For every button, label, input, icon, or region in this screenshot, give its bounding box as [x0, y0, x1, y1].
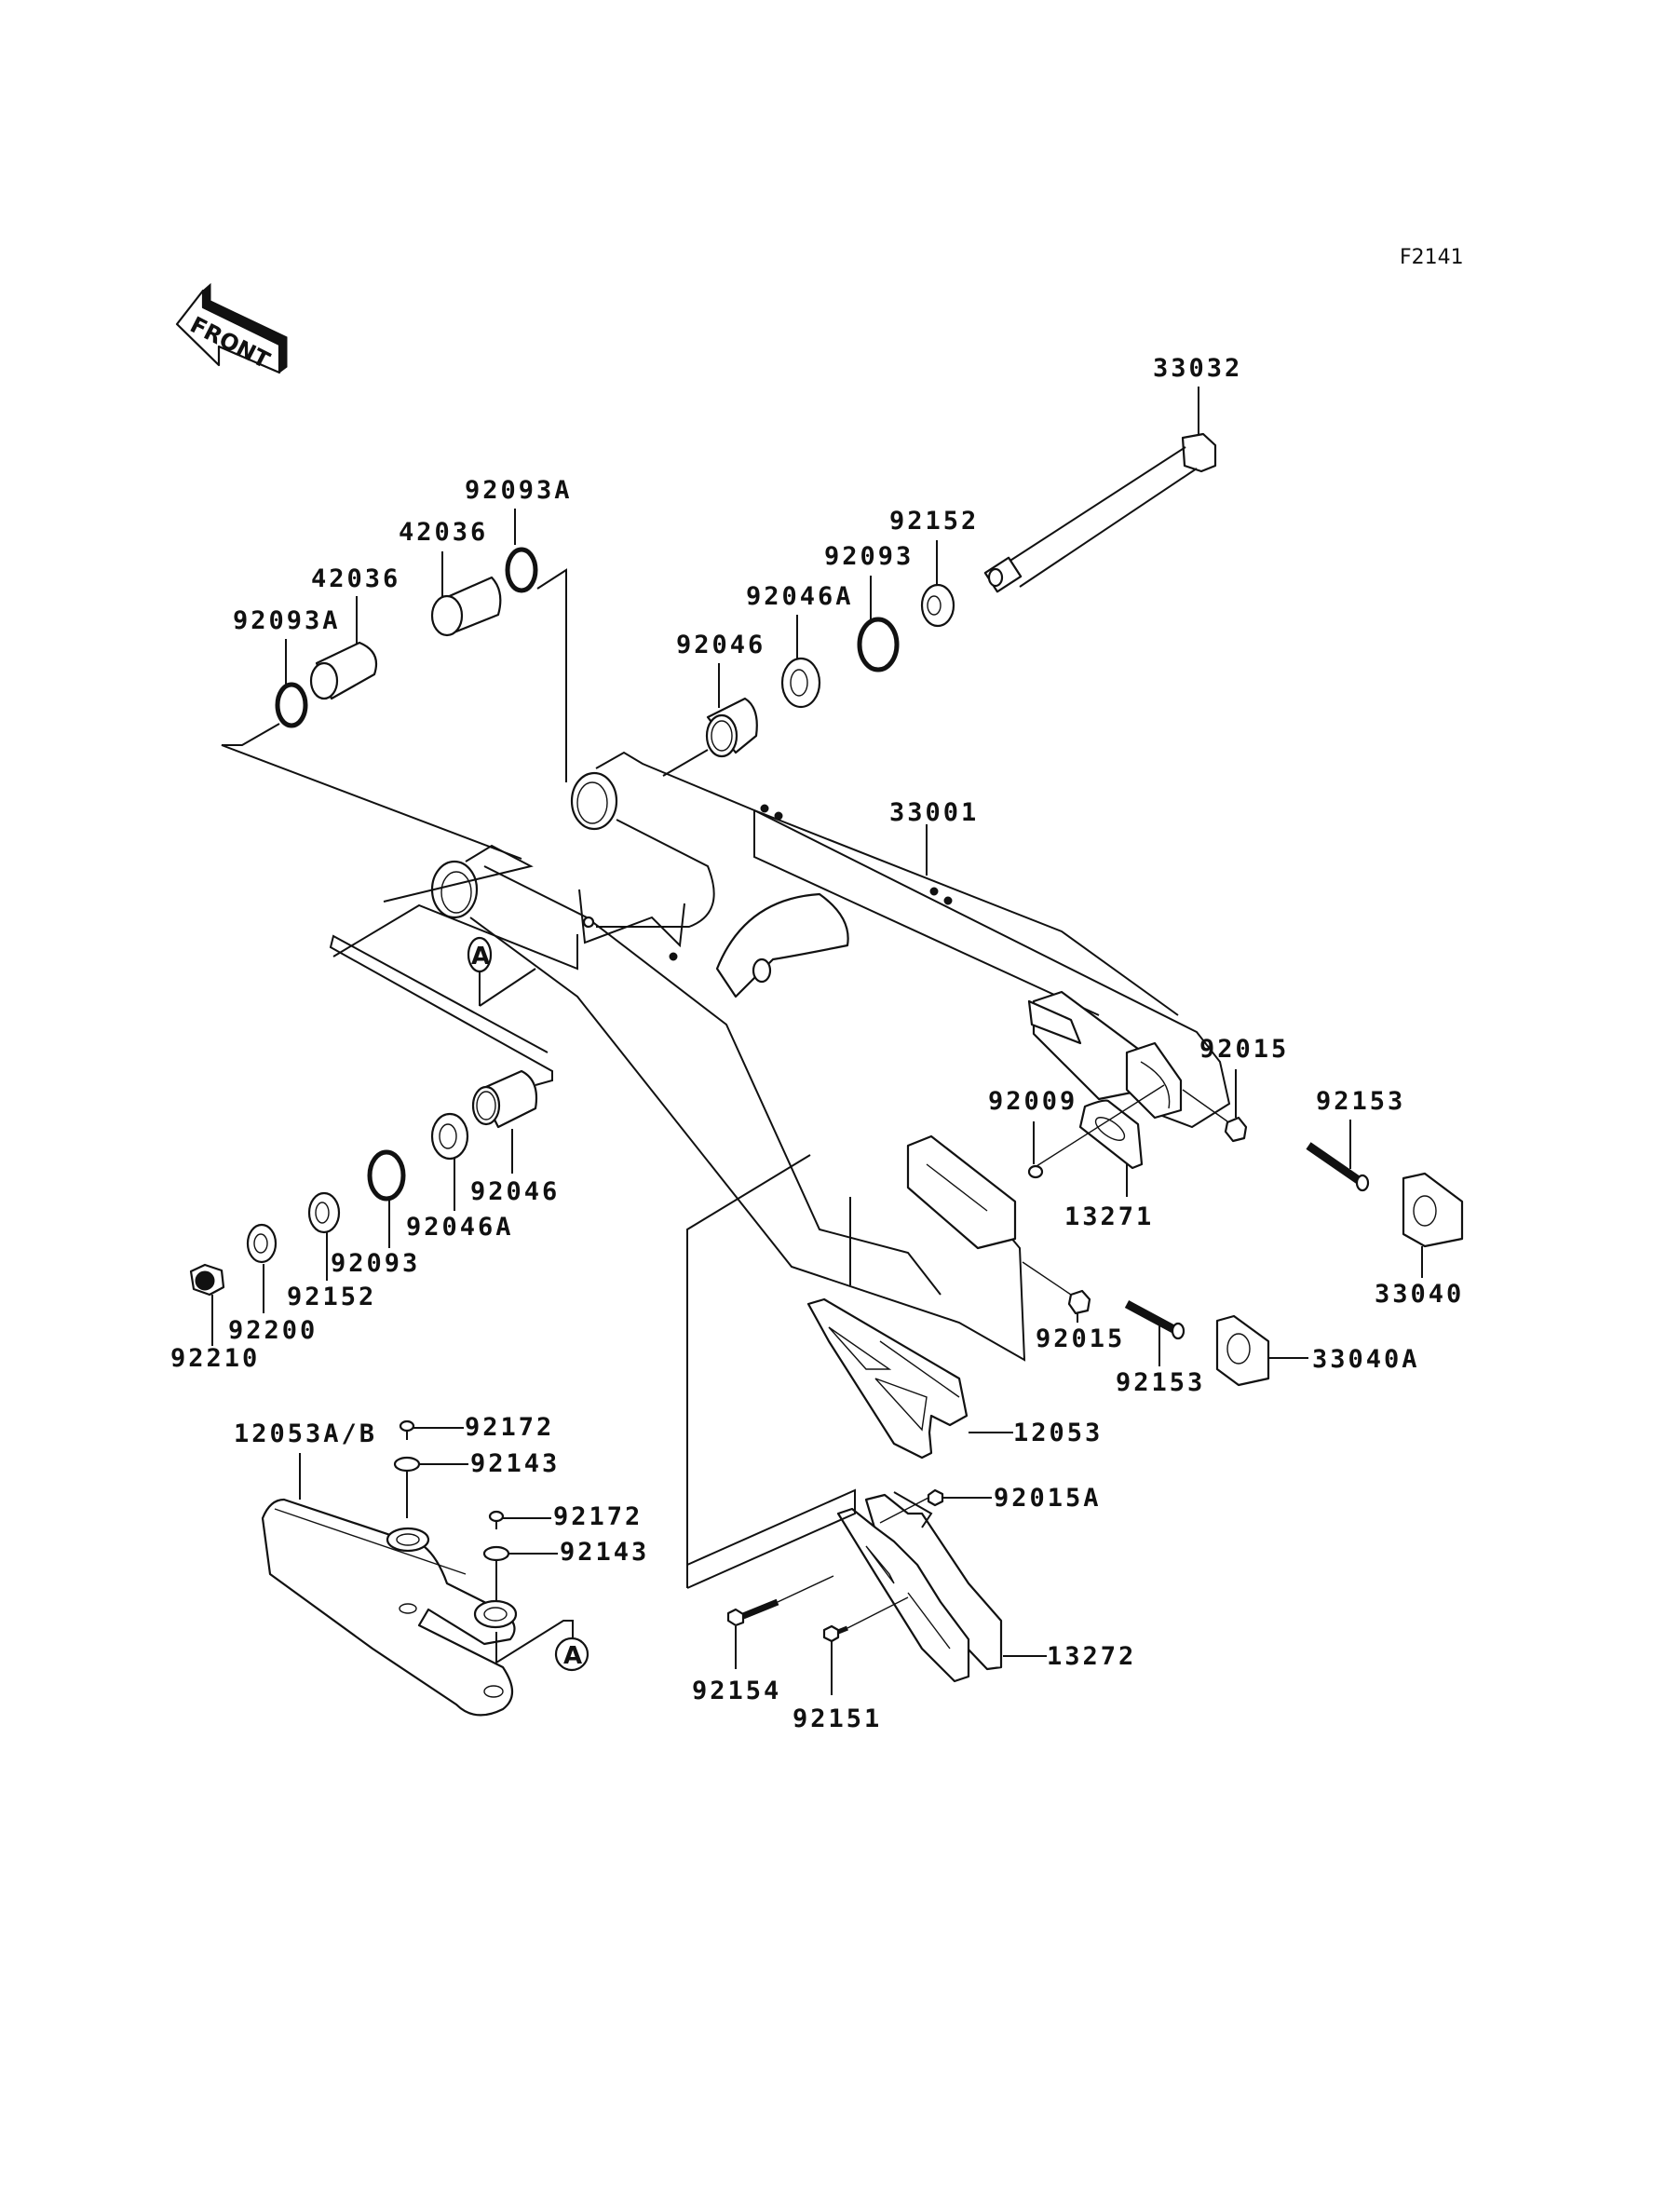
label-92200: 92200	[228, 1316, 318, 1345]
label-92153-bottom: 92153	[1116, 1368, 1205, 1397]
label-92153-top: 92153	[1316, 1087, 1405, 1116]
washer-92152-bottom	[307, 1191, 341, 1281]
washer-92152-top	[920, 540, 955, 628]
plate-13271	[1036, 1084, 1165, 1197]
washer-92200	[246, 1223, 278, 1313]
label-92172-a: 92172	[465, 1413, 554, 1442]
bearing-92046A-top	[780, 615, 821, 709]
label-92093-top: 92093	[824, 542, 914, 571]
label-92015A: 92015A	[994, 1484, 1102, 1513]
swingarm-33001	[383, 751, 1231, 1588]
label-92152-top: 92152	[889, 507, 979, 536]
collar-42036-top	[430, 551, 502, 637]
label-33040: 33040	[1375, 1280, 1464, 1309]
label-92152-bottom: 92152	[287, 1283, 376, 1311]
nut-92015A	[879, 1488, 992, 1524]
label-92046-top: 92046	[676, 631, 765, 659]
bolt-92151	[822, 1596, 909, 1695]
label-92093-bottom: 92093	[331, 1249, 420, 1278]
adjuster-bolt-92153-bottom	[1124, 1300, 1185, 1366]
seal-92093-bottom	[367, 1149, 406, 1248]
label-13272: 13272	[1047, 1642, 1136, 1671]
label-92093A-top: 92093A	[465, 476, 573, 505]
svg-text:A: A	[563, 1642, 582, 1670]
washer-92143-a	[393, 1456, 468, 1518]
screw-92172-a	[399, 1419, 464, 1440]
reference-marker-a: A	[332, 903, 578, 1007]
nut-92015-top	[1182, 1069, 1248, 1143]
label-13271: 13271	[1064, 1202, 1154, 1231]
label-92093A: 92093A	[233, 606, 341, 635]
label-92172-b: 92172	[553, 1502, 643, 1531]
front-arrow-icon: FRONT	[175, 282, 288, 373]
seal-92093A-top	[505, 509, 567, 782]
label-92046A-bottom: 92046A	[406, 1213, 514, 1242]
nut-92015-bottom	[1022, 1261, 1091, 1323]
needle-bearing-92046-top	[662, 663, 758, 777]
label-92009: 92009	[988, 1087, 1077, 1116]
reference-marker-a-lower: A	[495, 1620, 589, 1672]
chain-guide-plate-13272	[686, 1488, 1047, 1683]
chain-guide-12053	[806, 1297, 1013, 1460]
label-42036: 42036	[311, 564, 400, 593]
collar-42036	[309, 596, 378, 700]
screw-92172-b	[488, 1510, 551, 1529]
washer-92143-b	[482, 1545, 558, 1600]
needle-bearing-92046-bottom	[329, 934, 553, 1174]
label-92015-top: 92015	[1199, 1035, 1289, 1064]
chain-slider-12053AB	[261, 1453, 518, 1717]
label-42036-top: 42036	[399, 518, 488, 547]
seal-92093-top	[857, 576, 900, 672]
label-12053AB: 12053A/B	[234, 1419, 377, 1448]
svg-text:A: A	[471, 943, 490, 971]
chain-adjuster-33040	[1402, 1172, 1464, 1278]
figure-code: F2141	[1400, 246, 1464, 269]
seal-92093A	[221, 639, 522, 860]
label-33001: 33001	[889, 798, 979, 827]
adjuster-bolt-92153-top	[1306, 1120, 1370, 1192]
label-92046A-top: 92046A	[746, 582, 854, 611]
axle-33032	[983, 387, 1217, 593]
label-12053: 12053	[1013, 1419, 1103, 1447]
label-92210: 92210	[170, 1344, 260, 1373]
label-92151: 92151	[793, 1704, 882, 1733]
bearing-92046A-bottom	[430, 1112, 469, 1211]
label-92143-a: 92143	[470, 1449, 560, 1478]
label-92046-bottom: 92046	[470, 1177, 560, 1206]
nut-92210	[189, 1263, 225, 1346]
label-33032: 33032	[1153, 354, 1242, 383]
label-92154: 92154	[692, 1677, 781, 1705]
label-33040A: 33040A	[1312, 1345, 1420, 1374]
label-92143-b: 92143	[560, 1538, 649, 1567]
label-92015-bottom: 92015	[1036, 1324, 1125, 1353]
chain-adjuster-33040A	[1215, 1314, 1308, 1387]
screw-92009	[1027, 1121, 1044, 1179]
bolt-92154	[726, 1575, 834, 1669]
